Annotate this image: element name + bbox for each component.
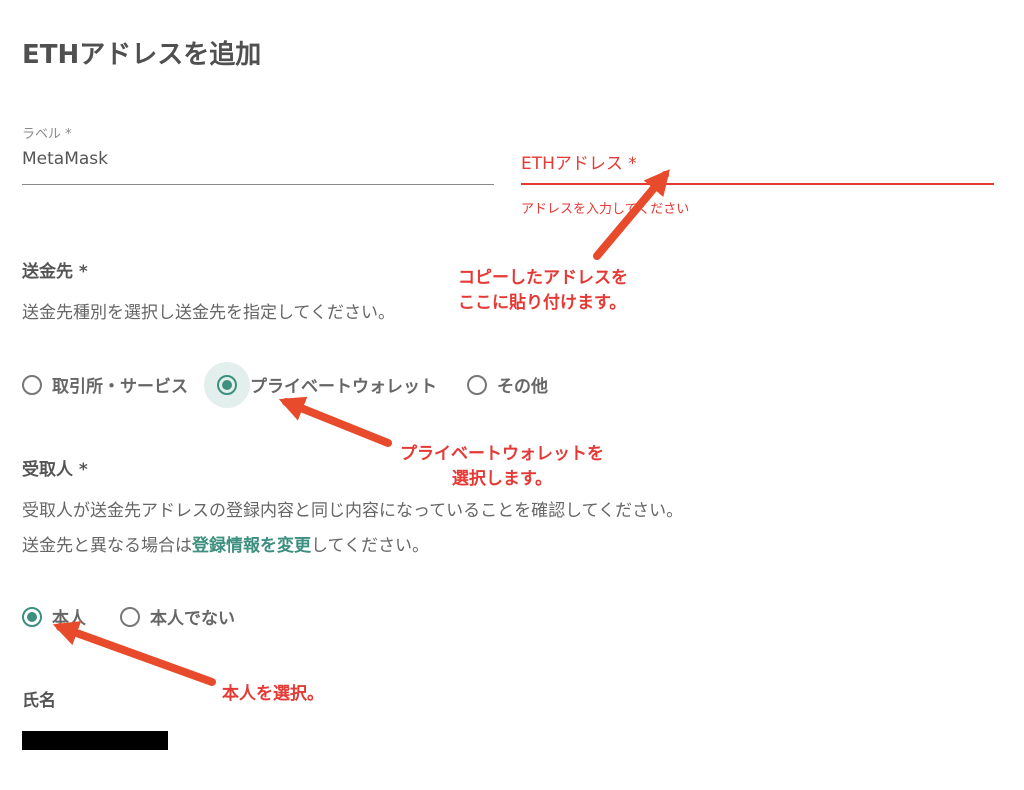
annotation-address-note: コピーしたアドレスを ここに貼り付けます。: [458, 266, 628, 316]
radio-private-wallet-circle[interactable]: [217, 374, 237, 395]
recipient-desc-post: してください。: [311, 536, 429, 556]
radio-self-circle[interactable]: [22, 606, 42, 627]
name-title: 氏名: [22, 691, 56, 711]
radio-other-label: その他: [497, 377, 548, 397]
annotation-address-line1: コピーしたアドレスを: [458, 268, 628, 288]
recipient-description: 受取人が送金先アドレスの登録内容と同じ内容になっていることを確認してください。: [22, 501, 684, 521]
page-title: ETHアドレスを追加: [22, 40, 262, 70]
annotation-self-note: 本人を選択。: [222, 684, 324, 704]
recipient-desc-pre: 送金先と異なる場合は: [22, 536, 192, 556]
annotation-wallet-note: プライベートウォレットを 選択します。: [400, 442, 604, 492]
change-registration-link[interactable]: 登録情報を変更: [192, 536, 311, 556]
recipient-description-change: 送金先と異なる場合は登録情報を変更してください。: [22, 531, 429, 556]
radio-other-circle[interactable]: [467, 374, 487, 395]
eth-address-error: アドレスを入力してください: [521, 202, 690, 217]
annotation-wallet-line2: 選択します。: [451, 469, 553, 489]
radio-private-wallet-label: プライベートウォレット: [250, 377, 437, 397]
label-field-label: ラベル *: [22, 127, 72, 142]
arrow-to-address: [593, 169, 670, 260]
destination-description: 送金先種別を選択し送金先を指定してください。: [22, 303, 395, 323]
radio-not-self[interactable]: 本人でない: [120, 604, 235, 629]
radio-exchange-service[interactable]: 取引所・サービス: [22, 372, 188, 397]
label-input[interactable]: MetaMask: [22, 149, 108, 169]
annotation-address-line2: ここに貼り付けます。: [458, 293, 627, 313]
radio-not-self-circle[interactable]: [120, 606, 140, 627]
annotation-wallet-line1: プライベートウォレットを: [400, 444, 604, 464]
destination-title: 送金先 *: [22, 262, 88, 282]
arrow-to-private-wallet: [278, 396, 392, 447]
redacted-name: [22, 731, 168, 750]
radio-not-self-label: 本人でない: [150, 609, 235, 629]
eth-address-input[interactable]: ETHアドレス *: [521, 154, 637, 174]
radio-private-wallet[interactable]: プライベートウォレット: [204, 361, 437, 408]
label-input-underline: [22, 184, 494, 185]
radio-exchange-label: 取引所・サービス: [52, 377, 188, 397]
arrow-to-self: [52, 621, 216, 686]
radio-other[interactable]: その他: [467, 372, 548, 397]
radio-exchange-circle[interactable]: [22, 374, 42, 395]
destination-radio-group: 取引所・サービス プライベートウォレット その他: [22, 361, 548, 408]
eth-address-underline: [521, 183, 994, 185]
recipient-title: 受取人 *: [22, 460, 88, 480]
